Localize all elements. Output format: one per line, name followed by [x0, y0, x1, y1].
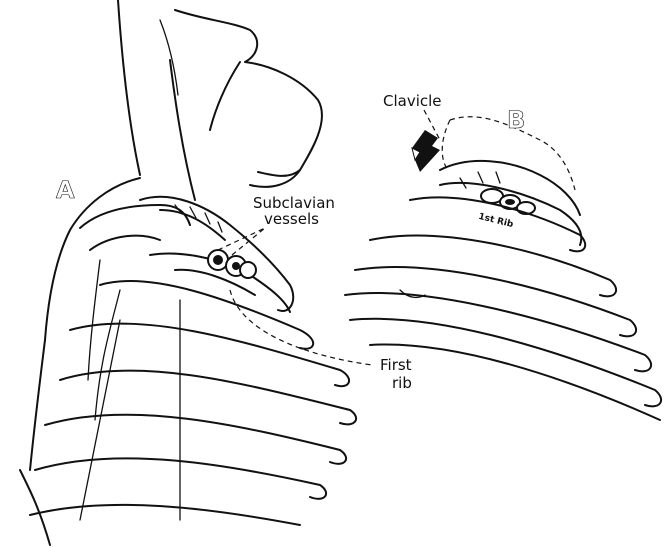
arrow-b [412, 130, 440, 172]
first-rib-label-line1: First [380, 357, 412, 373]
neck-outline [118, 0, 195, 200]
leaders-a [218, 228, 372, 365]
rib-cage-a [30, 281, 356, 525]
head-outline [160, 10, 322, 187]
subclavian-vessels-a [208, 250, 256, 278]
panel-a-label: A [56, 176, 75, 204]
panel-b-label: B [507, 106, 525, 134]
shoulder-outline [20, 178, 190, 545]
subclavian-label-line2: vessels [264, 211, 319, 227]
subclavian-vessels-b [481, 189, 535, 214]
subclavian-label-line1: Subclavian [253, 195, 335, 211]
clavicle-label: Clavicle [383, 93, 442, 109]
first-rib-label-line2: rib [392, 375, 412, 391]
